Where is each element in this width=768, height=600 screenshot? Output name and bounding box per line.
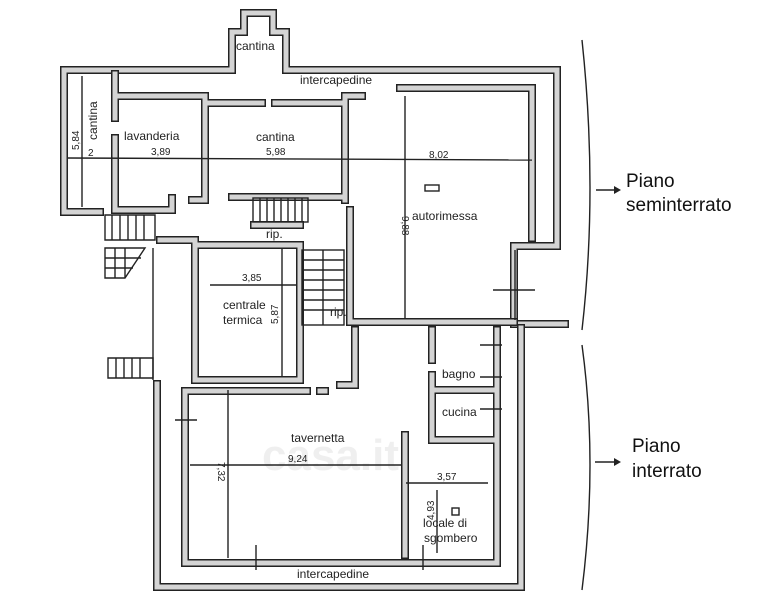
level-label-lower-line1: Piano [632,436,681,457]
room-label-sgombero: sgombero [424,531,478,545]
room-label-centrale: centrale [223,298,266,312]
label-rip-2: rip. [330,305,347,319]
dim-3-57: 3,57 [437,472,457,483]
staircase [104,197,345,380]
room-label-cantina-left: cantina [86,101,100,140]
dim-5-84: 5,84 [71,130,82,150]
dimension-lines [66,76,535,377]
level-label-upper-line1: Piano [626,171,675,192]
lower-dimension-lines [175,344,502,570]
dim-7-32: 7,32 [215,462,226,482]
level-bracket-upper [581,39,621,331]
dim-4-93: 4,93 [426,500,437,520]
dim-5-87: 5,87 [270,304,281,324]
room-label-cantina-top: cantina [236,39,275,53]
room-label-cucina: cucina [442,405,477,419]
level-label-upper-line2: seminterrato [626,195,732,216]
room-label-locale: locale di [423,516,467,530]
room-label-intercapedine-lower: intercapedine [297,567,369,581]
room-label-lavanderia: lavanderia [124,129,180,143]
dim-9-88: 9,88 [399,216,410,236]
room-label-autorimessa: autorimessa [412,209,478,223]
dim-2: 2 [88,148,94,159]
lower-floor-walls [153,324,525,591]
dim-9-24: 9,24 [288,454,308,465]
arrow-right-icon [614,186,621,194]
room-label-cantina-mid: cantina [256,130,295,144]
room-label-termica: termica [223,313,263,327]
room-label-tavernetta: tavernetta [291,431,345,445]
dim-3-89: 3,89 [151,147,171,158]
dim-5-98: 5,98 [266,147,286,158]
room-label-intercapedine-upper: intercapedine [300,73,372,87]
arrow-right-icon [614,458,621,466]
label-rip-1: rip. [266,227,283,241]
dim-8-02: 8,02 [429,150,449,161]
watermark: casa.it [262,431,399,480]
level-label-lower-line2: interrato [632,461,702,482]
upper-floor-walls [60,9,569,384]
dim-3-85: 3,85 [242,273,262,284]
level-bracket-lower [581,344,621,591]
room-label-bagno: bagno [442,367,476,381]
